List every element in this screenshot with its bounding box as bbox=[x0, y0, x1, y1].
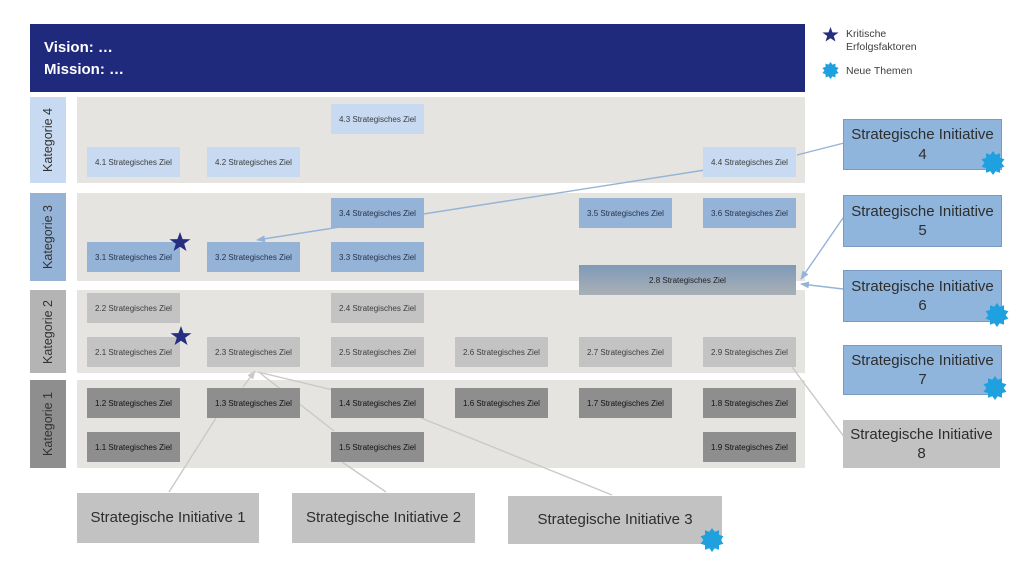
goal-2-4: 2.4 Strategisches Ziel bbox=[331, 293, 424, 323]
goal-1-9: 1.9 Strategisches Ziel bbox=[703, 432, 796, 462]
initiative-7-title: Strategische Initiative bbox=[851, 351, 994, 369]
initiative-3: Strategische Initiative 3 bbox=[508, 496, 722, 544]
initiative-8: Strategische Initiative 8 bbox=[843, 420, 1000, 468]
goal-2-2: 2.2 Strategisches Ziel bbox=[87, 293, 180, 323]
initiative-7: Strategische Initiative 7 bbox=[843, 345, 1002, 395]
category-4-label: Kategorie 4 bbox=[41, 108, 55, 172]
category-4-band bbox=[77, 97, 805, 183]
goal-1-2: 1.2 Strategisches Ziel bbox=[87, 388, 180, 418]
initiative-2: Strategische Initiative 2 bbox=[292, 493, 475, 543]
category-2-label: Kategorie 2 bbox=[41, 299, 55, 364]
goal-4-2: 4.2 Strategisches Ziel bbox=[207, 147, 300, 177]
new-topic-burst-icon-initiative-6 bbox=[985, 303, 1009, 327]
legend-critical-label: Kritische Erfolgsfaktoren bbox=[846, 28, 917, 53]
goal-1-7: 1.7 Strategisches Ziel bbox=[579, 388, 672, 418]
goal-2-1: 2.1 Strategisches Ziel bbox=[87, 337, 180, 367]
category-4-tab: Kategorie 4 bbox=[30, 97, 66, 183]
initiative-5: Strategische Initiative 5 bbox=[843, 195, 1002, 247]
category-2-tab: Kategorie 2 bbox=[30, 290, 66, 373]
initiative-4-title: Strategische Initiative bbox=[851, 126, 994, 143]
goal-2-6: 2.6 Strategisches Ziel bbox=[455, 337, 548, 367]
category-1-band bbox=[77, 380, 805, 468]
initiative-6-title: Strategische Initiative bbox=[851, 277, 994, 295]
category-2-band bbox=[77, 290, 805, 373]
goal-4-4: 4.4 Strategisches Ziel bbox=[703, 147, 796, 177]
critical-success-star-icon bbox=[822, 27, 839, 42]
vision-label: Vision: … bbox=[44, 39, 113, 56]
initiative-7-number: 7 bbox=[918, 371, 927, 388]
initiative-5-number: 5 bbox=[918, 222, 927, 239]
goal-1-4: 1.4 Strategisches Ziel bbox=[331, 388, 424, 418]
goal-3-1: 3.1 Strategisches Ziel bbox=[87, 242, 180, 272]
initiative-6-number: 6 bbox=[918, 297, 927, 314]
goal-3-2: 3.2 Strategisches Ziel bbox=[207, 242, 300, 272]
category-3-tab: Kategorie 3 bbox=[30, 193, 66, 281]
initiative-4: Strategische Initiative 4 bbox=[843, 119, 1002, 170]
goal-4-3: 4.3 Strategisches Ziel bbox=[331, 104, 424, 134]
new-topics-burst-icon bbox=[822, 62, 839, 79]
initiative-8-title: Strategische Initiative bbox=[850, 425, 993, 443]
goal-1-8: 1.8 Strategisches Ziel bbox=[703, 388, 796, 418]
goal-3-5: 3.5 Strategisches Ziel bbox=[579, 198, 672, 228]
vision-mission-banner bbox=[30, 24, 805, 92]
category-1-tab: Kategorie 1 bbox=[30, 380, 66, 468]
category-3-label: Kategorie 3 bbox=[41, 205, 55, 269]
goal-2-9: 2.9 Strategisches Ziel bbox=[703, 337, 796, 367]
goal-2-5: 2.5 Strategisches Ziel bbox=[331, 337, 424, 367]
goal-1-3: 1.3 Strategisches Ziel bbox=[207, 388, 300, 418]
new-topic-burst-icon-initiative-3 bbox=[700, 528, 724, 552]
category-1-label: Kategorie 1 bbox=[41, 392, 55, 456]
mission-label: Mission: … bbox=[44, 61, 125, 78]
goal-1-6: 1.6 Strategisches Ziel bbox=[455, 388, 548, 418]
new-topic-burst-icon-initiative-7 bbox=[983, 376, 1007, 400]
initiative-4-number: 4 bbox=[918, 145, 927, 163]
goal-3-4: 3.4 Strategisches Ziel bbox=[331, 198, 424, 228]
new-topic-burst-icon-initiative-4 bbox=[981, 151, 1005, 175]
vision-mission-text: Vision: … Mission: … bbox=[44, 37, 124, 81]
line-initiative5-to-goal28 bbox=[800, 217, 844, 280]
goal-1-1: 1.1 Strategisches Ziel bbox=[87, 432, 180, 462]
goal-3-6: 3.6 Strategisches Ziel bbox=[703, 198, 796, 228]
initiative-8-number: 8 bbox=[917, 445, 926, 462]
line-initiative6-to-goal28 bbox=[800, 281, 844, 290]
goal-1-5: 1.5 Strategisches Ziel bbox=[331, 432, 424, 462]
initiative-1: Strategische Initiative 1 bbox=[77, 493, 259, 543]
goal-4-1: 4.1 Strategisches Ziel bbox=[87, 147, 180, 177]
initiative-5-title: Strategische Initiative bbox=[851, 202, 994, 220]
goal-2-8: 2.8 Strategisches Ziel bbox=[579, 265, 796, 295]
initiative-6: Strategische Initiative 6 bbox=[843, 270, 1002, 322]
goal-2-3: 2.3 Strategisches Ziel bbox=[207, 337, 300, 367]
goal-2-7: 2.7 Strategisches Ziel bbox=[579, 337, 672, 367]
legend-new-topics-label: Neue Themen bbox=[846, 65, 913, 77]
goal-3-3: 3.3 Strategisches Ziel bbox=[331, 242, 424, 272]
